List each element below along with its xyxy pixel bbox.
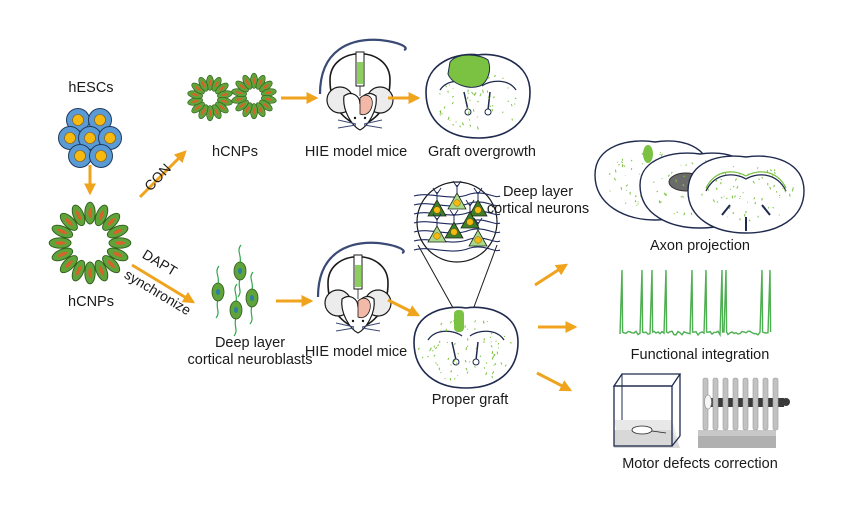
arrow-to-motor-correction xyxy=(536,371,573,392)
label-hie-model-mice-top: HIE model mice xyxy=(304,144,408,160)
hescs-cluster-icon xyxy=(58,108,122,168)
label-neurons-line2: cortical neurons xyxy=(486,201,590,217)
neuroblasts-icon xyxy=(211,244,259,337)
label-motor-defects-correction: Motor defects correction xyxy=(622,456,778,472)
brain-proper-graft-icon xyxy=(413,306,519,389)
cortical-neurons-magnified-icon xyxy=(413,180,501,316)
hie-mouse-bottom-icon xyxy=(316,241,405,334)
brain-graft-overgrowth-icon xyxy=(425,53,531,139)
arrow-dapt xyxy=(131,263,196,304)
label-hescs: hESCs xyxy=(68,80,114,96)
hcnps-top-rosettes-icon xyxy=(186,72,278,122)
hie-mouse-top-icon xyxy=(318,38,407,131)
hcnps-rosette-icon xyxy=(48,201,132,285)
label-neuroblasts-line1: Deep layer xyxy=(214,335,286,351)
rotarod-test-icon xyxy=(698,377,790,448)
arrow-mice-to-proper-graft xyxy=(387,298,421,317)
label-hcnps-top: hCNPs xyxy=(212,144,258,160)
axon-projection-brains-icon xyxy=(594,140,805,234)
label-hcnps-left: hCNPs xyxy=(68,294,114,310)
label-hie-model-mice-bottom: HIE model mice xyxy=(304,344,408,360)
label-functional-integration: Functional integration xyxy=(630,347,770,363)
arrow-con xyxy=(138,150,187,199)
label-neurons-line1: Deep layer xyxy=(502,184,574,200)
label-proper-graft: Proper graft xyxy=(431,392,509,408)
label-axon-projection: Axon projection xyxy=(650,238,750,254)
label-neuroblasts-line2: cortical neuroblasts xyxy=(187,352,313,368)
arrow-to-axon-projection xyxy=(534,263,569,287)
spike-trace-icon xyxy=(619,269,772,338)
label-graft-overgrowth: Graft overgrowth xyxy=(428,144,536,160)
open-field-test-icon xyxy=(612,373,682,448)
